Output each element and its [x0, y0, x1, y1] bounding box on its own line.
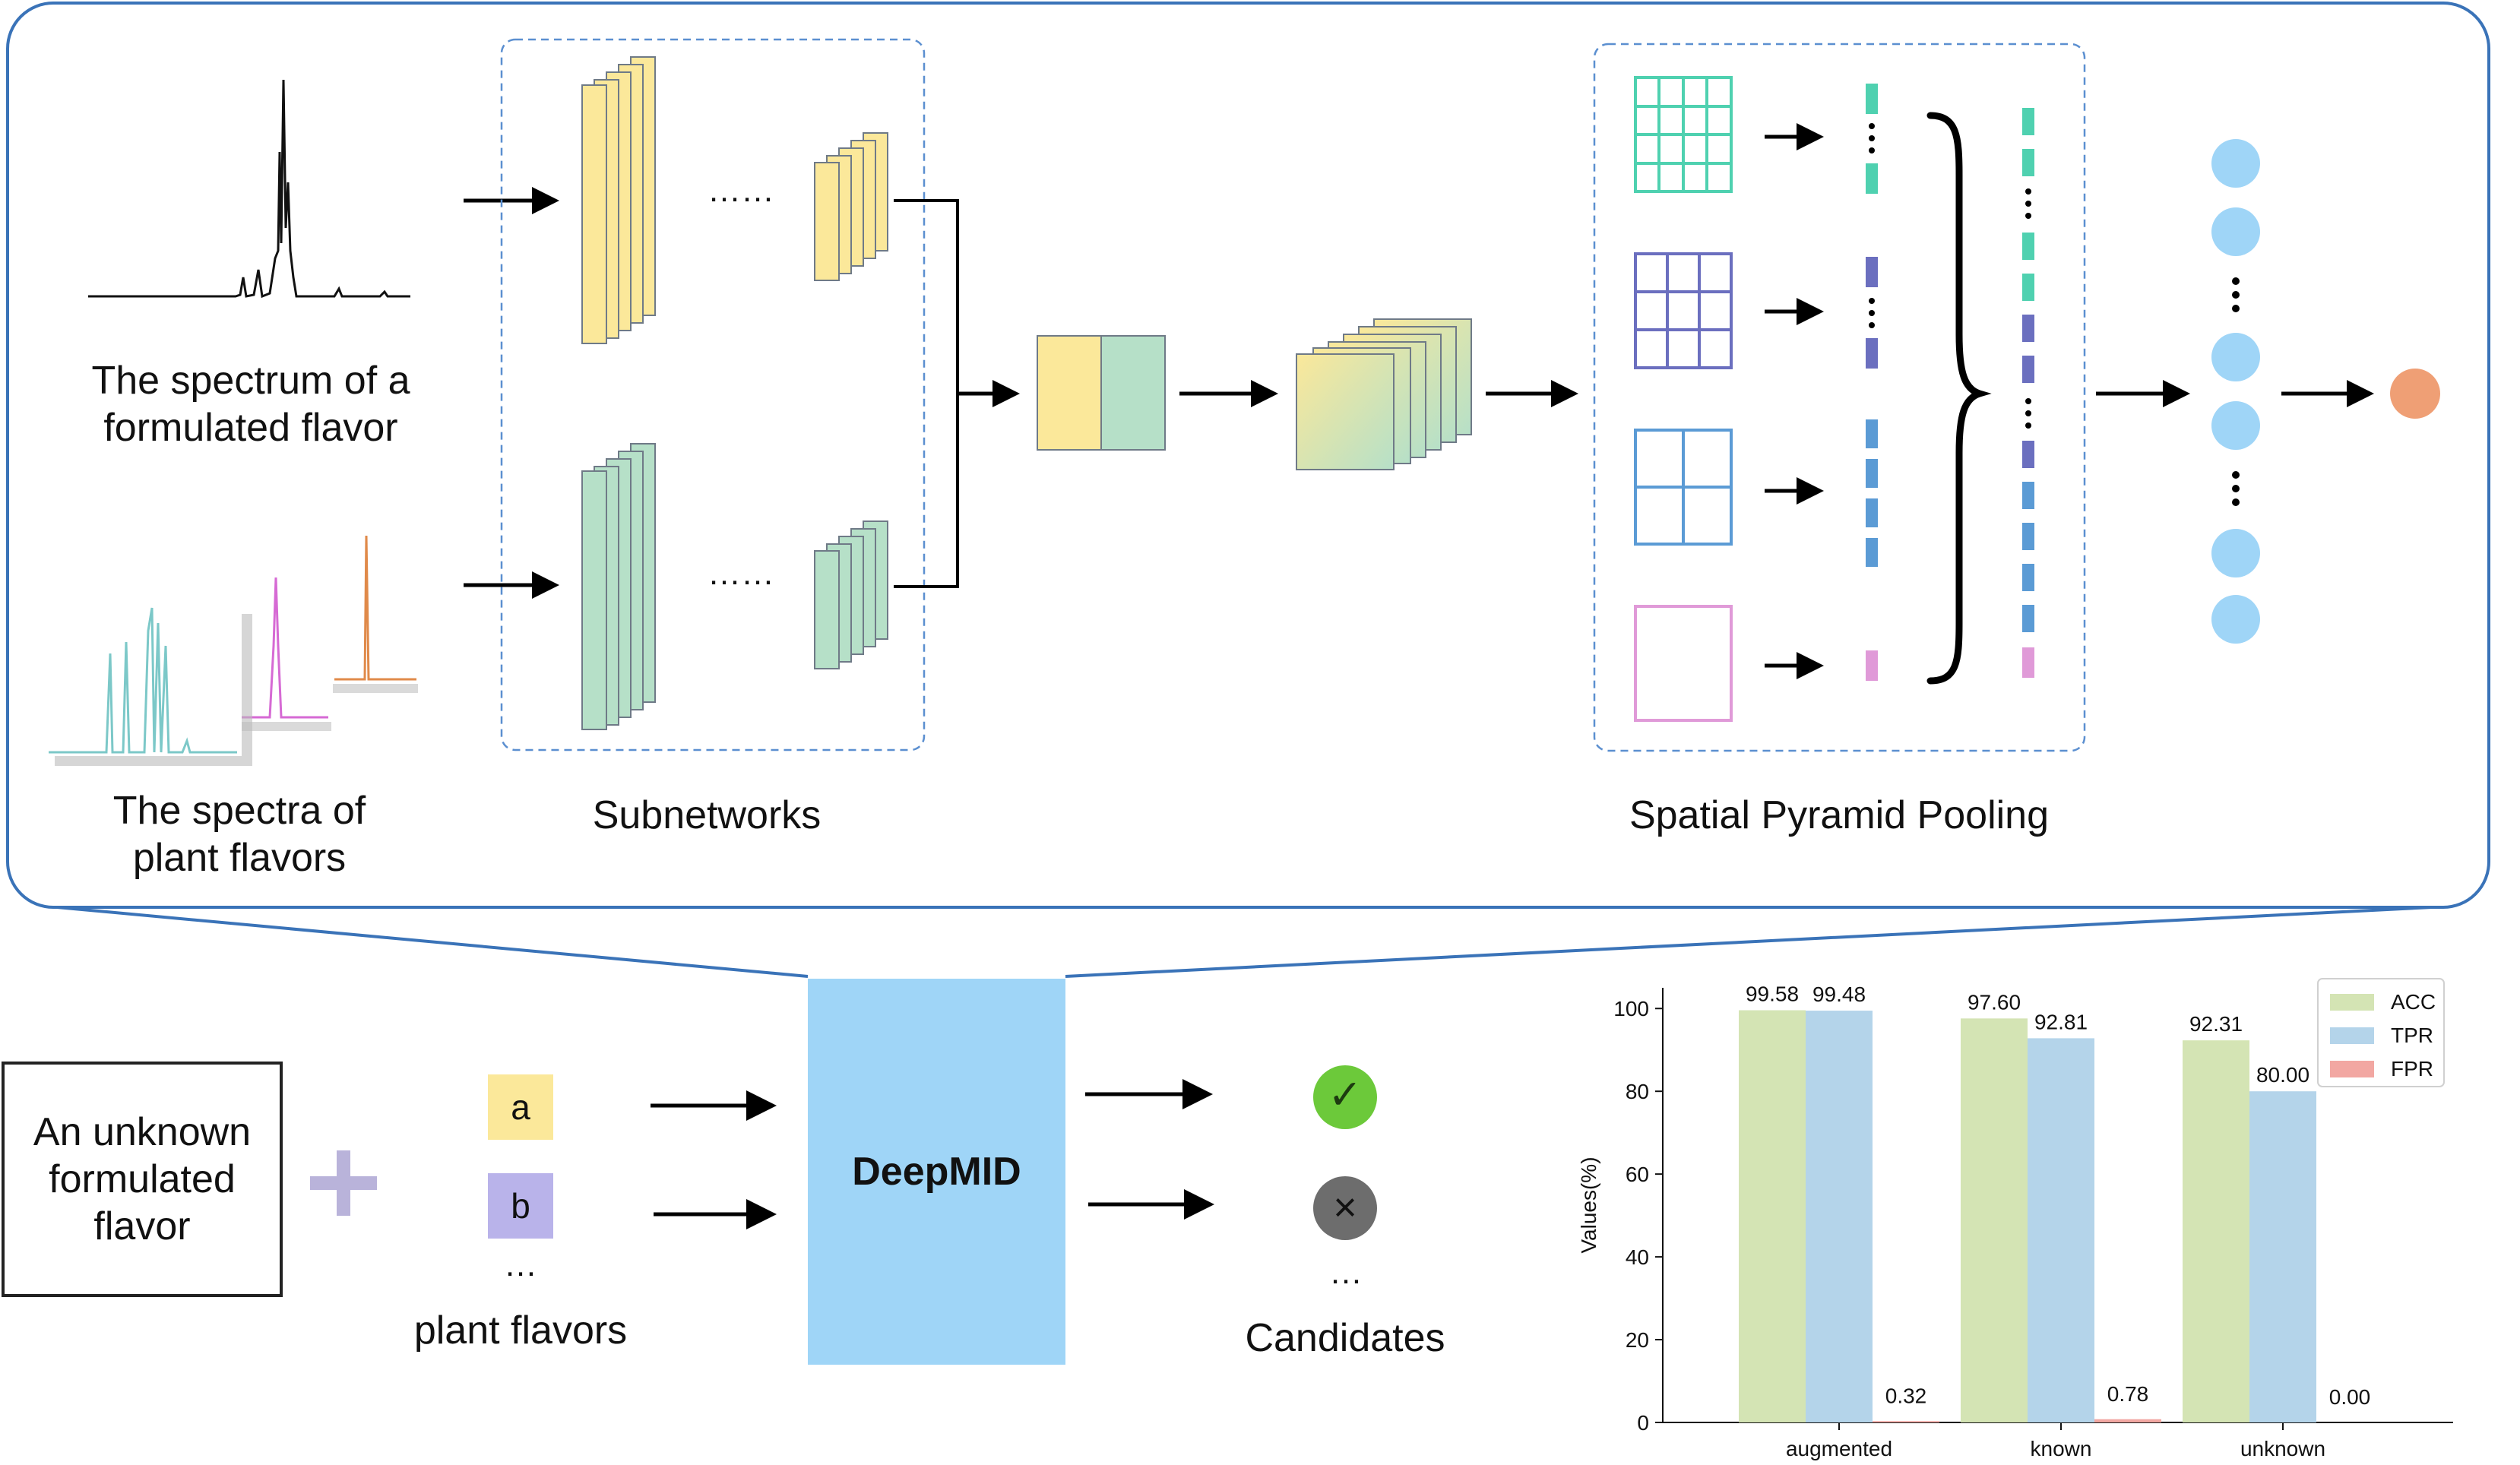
- bar-value-label: 0.78: [2107, 1382, 2149, 1406]
- legend-label-acc: ACC: [2391, 990, 2436, 1014]
- y-tick-label: 80: [1626, 1080, 1649, 1103]
- arrow-merge-icon: [992, 380, 1020, 407]
- concat-vector: [2022, 108, 2034, 678]
- formulated-spectrum-label: The spectrum of a formulated flavor: [91, 359, 410, 450]
- bar-acc: [2183, 1040, 2249, 1422]
- x-tick-label: test set: [1805, 1461, 1873, 1465]
- merge-connector: [894, 199, 959, 588]
- arrow-to-output-icon: [2347, 380, 2374, 407]
- plant-flavors-label: plant flavors: [413, 1308, 628, 1353]
- pool-grid-1x1: [1634, 605, 1733, 722]
- plant-item-a-label: a: [511, 1087, 530, 1127]
- x-tick-label: known: [2031, 1437, 2092, 1460]
- pooled-vector-pink: [1866, 650, 1878, 681]
- arrow-concat-icon: [1251, 380, 1278, 407]
- y-tick-label: 100: [1613, 997, 1649, 1020]
- x-tick-label: formulated flavors: [2199, 1461, 2368, 1465]
- candidates-more: …: [1329, 1254, 1363, 1291]
- bar-value-label: 80.00: [2256, 1063, 2309, 1087]
- spp-title: Spatial Pyramid Pooling: [1629, 793, 2050, 837]
- legend-label-fpr: FPR: [2391, 1057, 2433, 1081]
- unknown-flavor-label: An unknown formulated flavor: [33, 1110, 252, 1248]
- plant-item-a: a: [488, 1074, 553, 1140]
- workflow-arrows: [651, 1079, 1214, 1229]
- y-tick-label: 40: [1626, 1245, 1649, 1269]
- plant-spectra-cards: [46, 527, 421, 766]
- bar-value-label: 92.31: [2189, 1012, 2243, 1036]
- spp-box: [1593, 43, 2086, 752]
- plant-more: …: [504, 1246, 537, 1283]
- formulated-spectrum-plot: [88, 79, 410, 299]
- bar-acc: [1961, 1018, 2028, 1422]
- vector-dots: [1869, 123, 1875, 328]
- plant-spectra-label: The spectra of plant flavors: [112, 789, 366, 880]
- pooled-vector-blue: [1866, 419, 1878, 567]
- y-tick-label: 20: [1626, 1328, 1649, 1352]
- bar-acc: [1739, 1010, 1806, 1422]
- unknown-flavor-box: An unknown formulated flavor: [2, 1062, 283, 1297]
- concat-yellow: [1037, 335, 1102, 451]
- legend-swatch-acc: [2330, 994, 2374, 1011]
- green-subnetwork: [581, 443, 888, 730]
- cross-icon: [1313, 1176, 1377, 1240]
- y-tick-label: 60: [1626, 1163, 1649, 1186]
- subnetworks-title: Subnetworks: [592, 793, 822, 837]
- check-icon: [1313, 1065, 1377, 1129]
- bar-value-label: 99.48: [1812, 982, 1866, 1006]
- legend-swatch-tpr: [2330, 1027, 2374, 1044]
- pool-grid-3x3: [1634, 252, 1733, 369]
- fc-neurons: [2211, 139, 2260, 644]
- zoom-frame: [6, 2, 2490, 909]
- bar-value-label: 0.00: [2329, 1385, 2371, 1409]
- arrow-plant-icon: [532, 571, 559, 599]
- deepmid-model-box: DeepMID: [808, 979, 1065, 1365]
- plus-icon: [310, 1150, 377, 1216]
- bar-value-label: 97.60: [1968, 990, 2021, 1014]
- x-tick-label: unknown: [2240, 1437, 2325, 1460]
- legend-swatch-fpr: [2330, 1061, 2374, 1077]
- zoom-line-left: [56, 906, 809, 978]
- pool-grid-4x4: [1634, 76, 1733, 193]
- legend-label-tpr: TPR: [2391, 1024, 2433, 1047]
- x-tick-label: augmented: [1786, 1437, 1892, 1460]
- plant-item-b-label: b: [511, 1186, 530, 1226]
- ellipsis-top: ……: [708, 172, 774, 209]
- subnetworks-box: [500, 38, 926, 751]
- bar-value-label: 99.58: [1746, 982, 1799, 1006]
- bar-fpr: [2094, 1419, 2161, 1422]
- bar-tpr: [2249, 1091, 2316, 1422]
- pooled-vector-teal: [1866, 84, 1878, 194]
- arrow-to-fc-icon: [2163, 380, 2190, 407]
- bar-fpr: [1873, 1421, 1939, 1422]
- feature-map-stack: [1296, 318, 1472, 470]
- concat-green: [1100, 335, 1166, 451]
- bar-tpr: [2028, 1038, 2094, 1422]
- y-axis-label: Values(%): [1577, 1156, 1600, 1253]
- arrow-formulated-icon: [532, 187, 559, 214]
- deepmid-label: DeepMID: [852, 1150, 1021, 1194]
- output-neuron: [2390, 369, 2440, 419]
- bar-value-label: 92.81: [2034, 1010, 2088, 1033]
- check-glyph: ✓: [1328, 1072, 1363, 1118]
- bar-value-label: 0.32: [1885, 1384, 1927, 1407]
- ellipsis-bottom: ……: [708, 555, 774, 592]
- pool-grid-2x2: [1634, 429, 1733, 546]
- candidates-label: Candidates: [1245, 1316, 1445, 1360]
- brace-icon: [1926, 112, 1992, 685]
- pool-arrows: [1765, 123, 1824, 679]
- pooled-vector-navy: [1866, 257, 1878, 369]
- zoom-line-right: [1065, 906, 2433, 978]
- arrow-to-spp-icon: [1551, 380, 1578, 407]
- plant-item-b: b: [488, 1173, 553, 1239]
- cross-glyph: ×: [1333, 1185, 1357, 1230]
- y-tick-label: 0: [1637, 1411, 1649, 1435]
- neuron-dots: [2232, 277, 2240, 506]
- bar-tpr: [1806, 1011, 1873, 1422]
- yellow-subnetwork: [581, 56, 888, 344]
- x-tick-label: formulated flavors: [1977, 1461, 2146, 1465]
